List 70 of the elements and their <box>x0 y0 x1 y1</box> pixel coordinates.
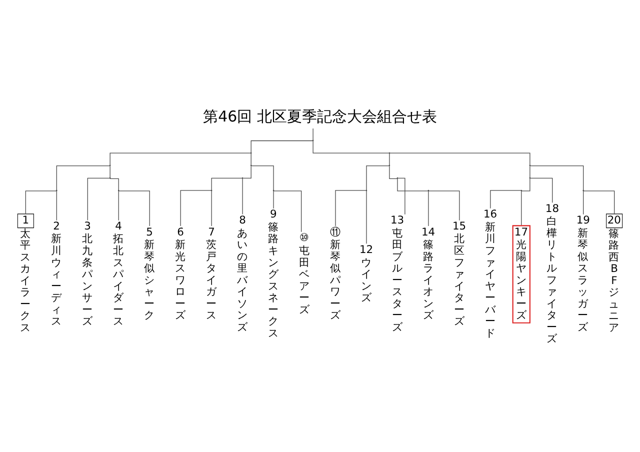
node-point <box>520 189 522 191</box>
node-text: ⑪ 新琴似パワーズ <box>330 224 341 322</box>
node-point <box>388 152 390 154</box>
connector <box>389 165 398 178</box>
node-text: 13 屯田ブルースターズ <box>390 213 404 333</box>
node-label: 篠路西BFジュニア <box>608 226 620 334</box>
connector <box>87 177 110 220</box>
node-text: ⑩ 屯田ベアーズ <box>298 230 310 316</box>
node-text: 5 新琴似シャーク <box>144 224 155 322</box>
node-text: 15 北区ファイターズ <box>452 218 466 327</box>
node-text: 12 ウインズ <box>360 242 374 304</box>
connector <box>250 140 313 152</box>
node-point <box>250 164 252 166</box>
connector <box>390 152 530 165</box>
node-text: 14 篠路ライオンズ <box>421 224 436 322</box>
connector <box>389 152 390 165</box>
node-point <box>388 164 390 166</box>
connector <box>521 190 522 225</box>
connector <box>242 178 243 214</box>
node-point <box>428 189 430 191</box>
node-point <box>272 189 274 191</box>
connector <box>312 128 314 140</box>
node-point <box>312 139 314 141</box>
connector <box>366 165 390 190</box>
connector <box>398 177 406 214</box>
node-point <box>366 189 368 191</box>
connector <box>180 190 212 226</box>
node-text: 7 茨戸タイガース <box>206 224 217 322</box>
connector <box>56 165 110 190</box>
node-point <box>250 152 252 154</box>
node-text: 6 新光スワローズ <box>174 224 186 322</box>
node-box: 17 光陽ヤンキーズ <box>512 224 530 323</box>
node-point <box>529 164 531 166</box>
node-point <box>529 176 531 178</box>
connector <box>583 190 615 214</box>
connector <box>521 178 530 191</box>
connector <box>25 190 57 214</box>
node-box: 1 <box>17 213 34 228</box>
node-label: 太平スカイラークス <box>20 226 32 334</box>
node-point <box>210 189 212 191</box>
connector <box>530 177 553 202</box>
connector <box>583 190 584 214</box>
node-text: 9 篠路キングスネークス <box>268 207 279 339</box>
connector <box>366 190 367 244</box>
connector <box>211 177 242 190</box>
node-point <box>56 189 58 191</box>
connector <box>250 152 252 165</box>
node-point <box>118 189 120 191</box>
node-point <box>582 189 584 191</box>
node-point <box>396 176 398 178</box>
node-text: 18 白樺リトルファイターズ <box>545 201 560 345</box>
node-point <box>109 164 111 166</box>
connector <box>490 190 522 208</box>
node-text: 4 拓北スパイダース <box>113 218 124 327</box>
node-point <box>242 176 244 178</box>
node-point <box>109 176 111 178</box>
diagram-title: 第46回 北区夏季記念大会組合せ表 <box>203 106 437 125</box>
node-text: 2 新川ウィーディス <box>51 218 62 327</box>
connector <box>530 165 584 190</box>
node-text: 16 新川ファイヤーバード <box>483 207 498 339</box>
node-box: 20 <box>606 213 623 228</box>
connector <box>312 140 390 153</box>
node-text: 19 新琴似スラッガーズ <box>576 213 590 333</box>
connector <box>211 190 212 226</box>
connector <box>110 152 251 165</box>
connector <box>335 190 366 226</box>
connector <box>56 190 57 220</box>
node-text: 3 北九条パンサーズ <box>82 218 94 327</box>
node-text: 8 あいの里バイソンズ <box>236 213 248 333</box>
connector <box>242 165 252 178</box>
